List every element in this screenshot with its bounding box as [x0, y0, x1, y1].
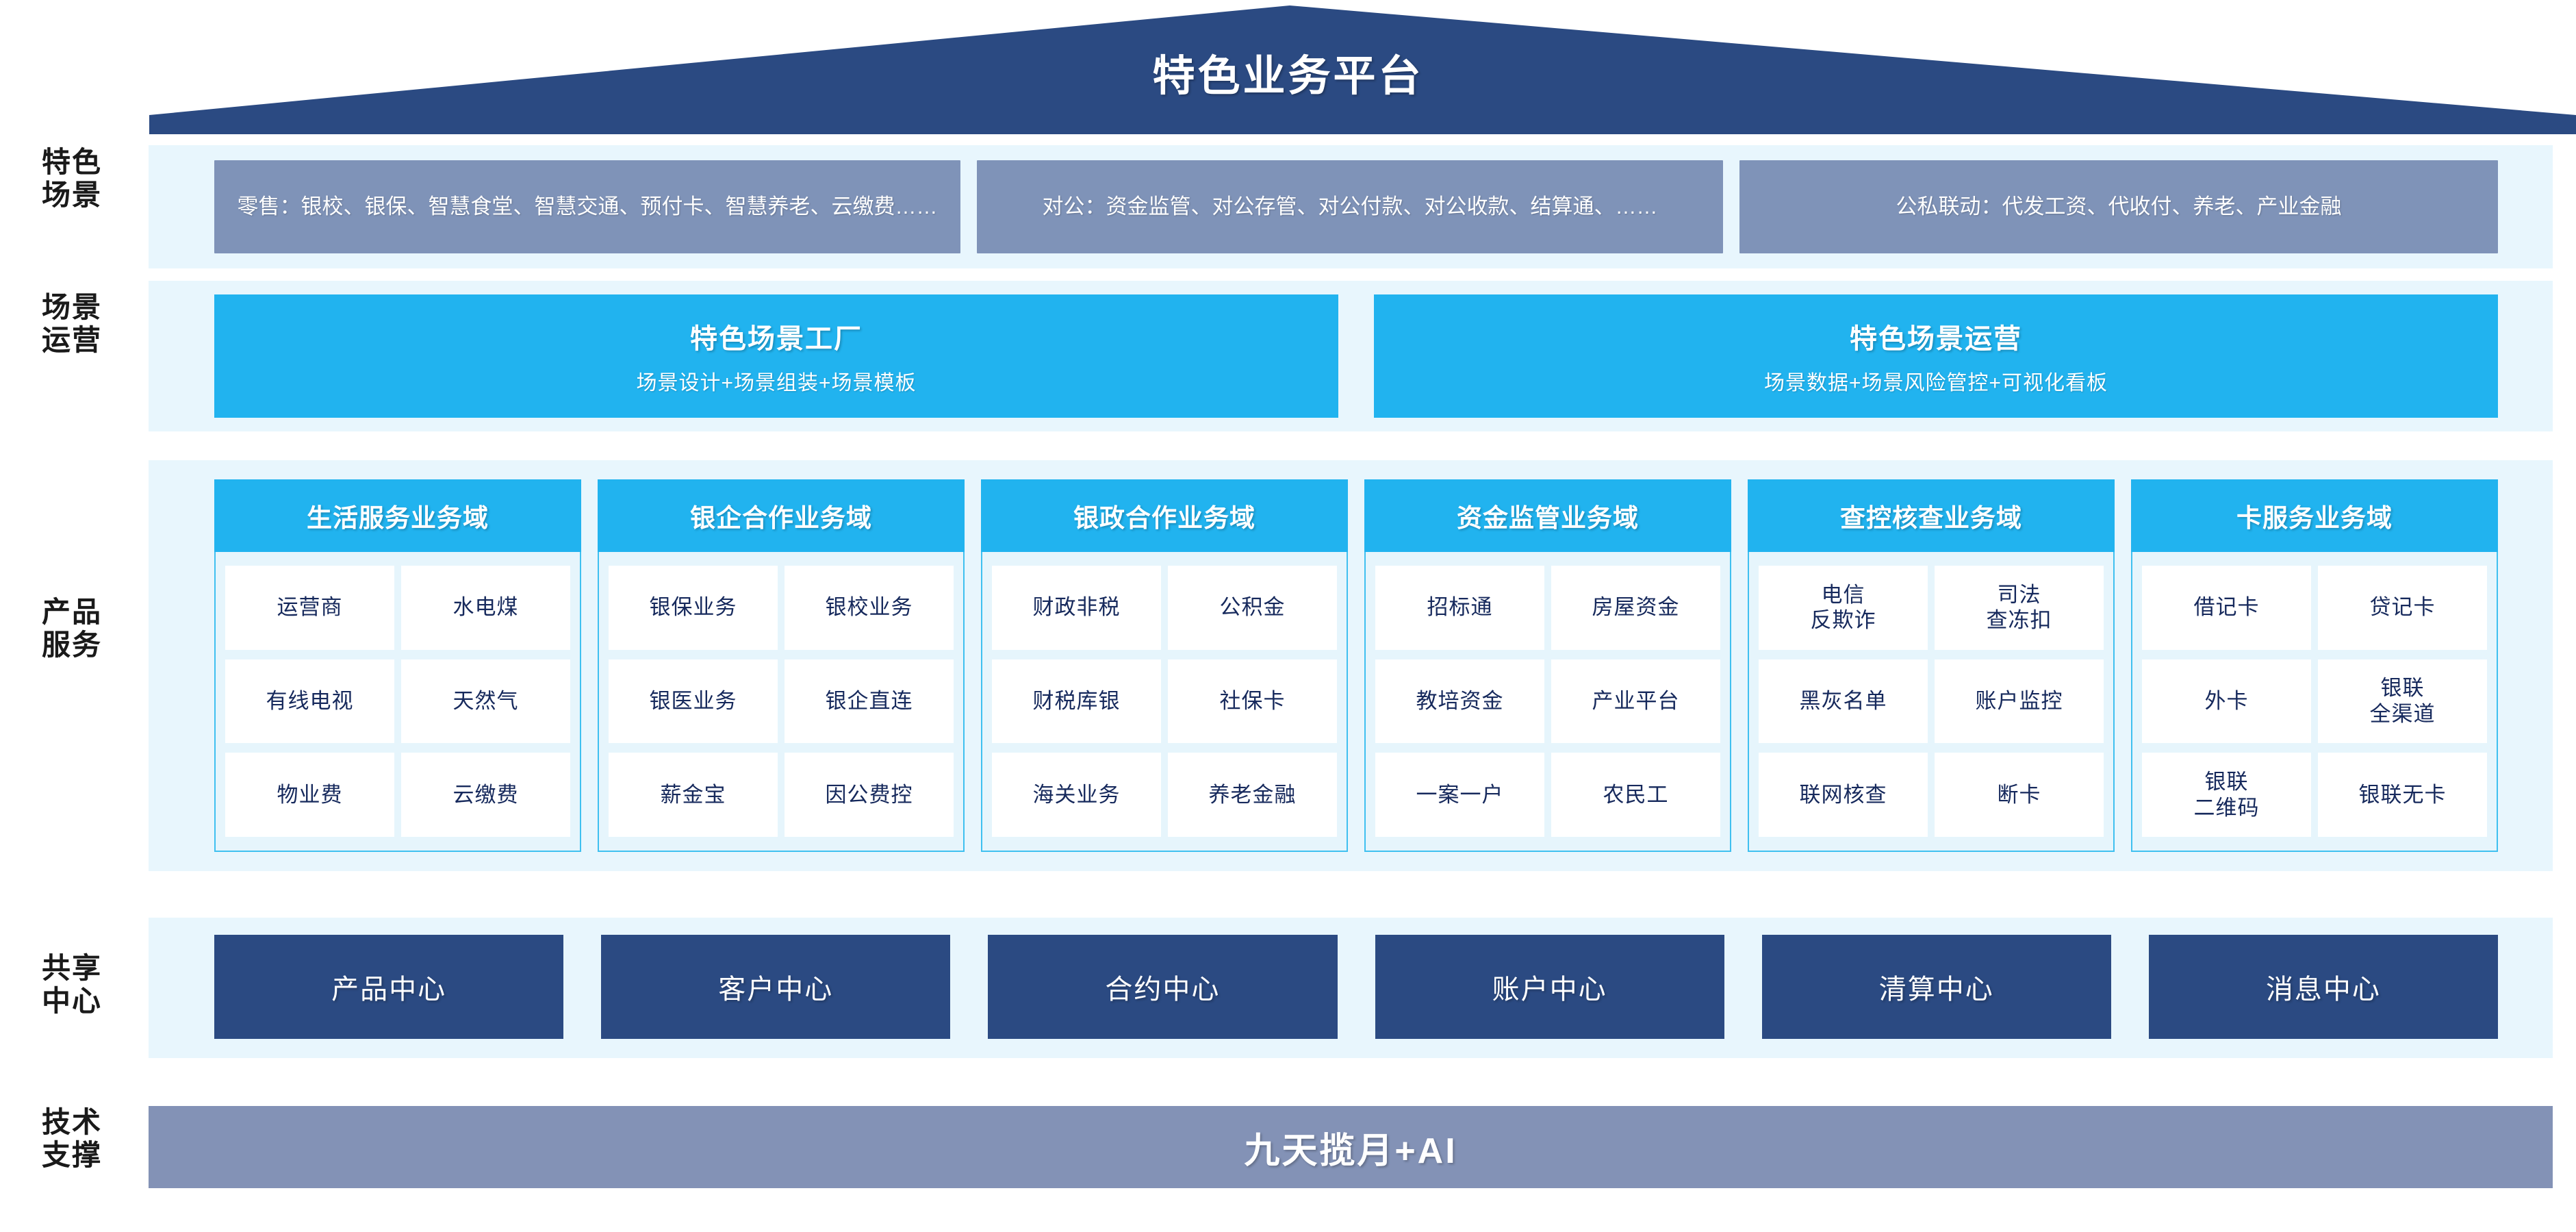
product-tile[interactable]: 银校业务 [785, 566, 954, 650]
product-column-title: 银企合作业务域 [598, 479, 965, 552]
product-tile[interactable]: 银联二维码 [2142, 753, 2311, 837]
product-tile[interactable]: 海关业务 [992, 753, 1161, 837]
row-label-operations-line2: 运营 [41, 323, 102, 356]
product-tile-grid: 借记卡 贷记卡 外卡 银联全渠道 银联二维码 银联无卡 [2131, 552, 2498, 852]
products-row: 生活服务业务域 运营商 水电煤 有线电视 天然气 物业费 云缴费 银企合作业务域… [214, 479, 2498, 852]
shared-center-settlement[interactable]: 清算中心 [1761, 935, 2111, 1039]
shared-center-account[interactable]: 账户中心 [1375, 935, 1724, 1039]
row-label-products: 产品 服务 [0, 596, 144, 662]
product-column-investigation-control: 查控核查业务域 电信反欺诈 司法查冻扣 黑灰名单 账户监控 联网核查 断卡 [1748, 479, 2115, 852]
product-column-title: 生活服务业务域 [214, 479, 581, 552]
shared-centers-row: 产品中心 客户中心 合约中心 账户中心 清算中心 消息中心 [214, 935, 2499, 1039]
product-tile[interactable]: 一案一户 [1375, 753, 1544, 837]
product-tile-grid: 银保业务 银校业务 银医业务 银企直连 薪金宝 因公费控 [598, 552, 965, 852]
platform-roof: 特色业务平台 [0, 0, 2576, 137]
product-tile[interactable]: 物业费 [225, 753, 394, 837]
product-tile[interactable]: 银联全渠道 [2318, 659, 2487, 744]
roof-shape [149, 5, 2576, 134]
operations-subtitle-scene-operation: 场景数据+场景风险管控+可视化看板 [1763, 372, 2108, 394]
row-label-products-line1: 产品 [41, 596, 102, 628]
product-tile[interactable]: 贷记卡 [2318, 566, 2487, 650]
product-tile[interactable]: 云缴费 [401, 753, 570, 837]
product-column-bank-government: 银政合作业务域 财政非税 公积金 财税库银 社保卡 海关业务 养老金融 [981, 479, 1348, 852]
product-tile[interactable]: 水电煤 [401, 566, 570, 650]
row-label-products-line2: 服务 [41, 628, 102, 661]
product-tile[interactable]: 银保业务 [609, 566, 778, 650]
operations-title-scene-operation: 特色场景运营 [1850, 324, 2022, 354]
product-column-title: 卡服务业务域 [2131, 479, 2498, 552]
product-tile[interactable]: 财税库银 [992, 659, 1161, 744]
product-tile[interactable]: 教培资金 [1375, 659, 1544, 744]
product-tile[interactable]: 借记卡 [2142, 566, 2311, 650]
scenario-box-retail[interactable]: 零售：银校、银保、智慧食堂、智慧交通、预付卡、智慧养老、云缴费…… [214, 160, 960, 253]
product-tile[interactable]: 房屋资金 [1551, 566, 1720, 650]
shared-center-contract[interactable]: 合约中心 [988, 935, 1338, 1039]
product-tile[interactable]: 银联无卡 [2318, 753, 2487, 837]
product-tile[interactable]: 公积金 [1168, 566, 1337, 650]
product-tile[interactable]: 财政非税 [992, 566, 1161, 650]
product-column-life-service: 生活服务业务域 运营商 水电煤 有线电视 天然气 物业费 云缴费 [214, 479, 581, 852]
product-tile[interactable]: 司法查冻扣 [1935, 566, 2104, 650]
product-tile-grid: 招标通 房屋资金 教培资金 产业平台 一案一户 农民工 [1364, 552, 1731, 852]
shared-center-product[interactable]: 产品中心 [214, 935, 564, 1039]
scenario-box-public-private[interactable]: 公私联动：代发工资、代收付、养老、产业金融 [1739, 160, 2498, 253]
product-tile[interactable]: 产业平台 [1551, 659, 1720, 744]
product-tile[interactable]: 运营商 [225, 566, 394, 650]
row-label-operations-line1: 场景 [41, 291, 102, 323]
row-label-scenarios-line2: 场景 [41, 178, 102, 211]
product-tile[interactable]: 联网核查 [1759, 753, 1928, 837]
product-tile[interactable]: 社保卡 [1168, 659, 1337, 744]
row-label-tech-support-line2: 支撑 [41, 1138, 102, 1171]
product-tile[interactable]: 农民工 [1551, 753, 1720, 837]
product-tile[interactable]: 黑灰名单 [1759, 659, 1928, 744]
operations-subtitle-scene-factory: 场景设计+场景组装+场景模板 [636, 372, 917, 394]
row-label-scenarios-line1: 特色 [41, 146, 102, 178]
product-tile[interactable]: 银企直连 [785, 659, 954, 744]
row-label-shared-centers: 共享 中心 [0, 952, 144, 1018]
product-tile[interactable]: 银医业务 [609, 659, 778, 744]
product-column-bank-enterprise: 银企合作业务域 银保业务 银校业务 银医业务 银企直连 薪金宝 因公费控 [598, 479, 965, 852]
product-tile[interactable]: 因公费控 [785, 753, 954, 837]
tech-support-bar[interactable]: 九天揽月+AI [149, 1106, 2553, 1188]
operations-box-scene-factory[interactable]: 特色场景工厂 场景设计+场景组装+场景模板 [214, 294, 1338, 418]
product-column-title: 资金监管业务域 [1364, 479, 1731, 552]
product-tile[interactable]: 有线电视 [225, 659, 394, 744]
scenario-box-corporate[interactable]: 对公：资金监管、对公存管、对公付款、对公收款、结算通、…… [977, 160, 1723, 253]
scenarios-row: 零售：银校、银保、智慧食堂、智慧交通、预付卡、智慧养老、云缴费…… 对公：资金监… [214, 160, 2498, 253]
product-column-title: 银政合作业务域 [981, 479, 1348, 552]
shared-center-message[interactable]: 消息中心 [2148, 935, 2499, 1039]
product-column-title: 查控核查业务域 [1748, 479, 2115, 552]
operations-row: 特色场景工厂 场景设计+场景组装+场景模板 特色场景运营 场景数据+场景风险管控… [214, 294, 2498, 418]
row-label-operations: 场景 运营 [0, 291, 144, 357]
product-tile-grid: 运营商 水电煤 有线电视 天然气 物业费 云缴费 [214, 552, 581, 852]
operations-box-scene-operation[interactable]: 特色场景运营 场景数据+场景风险管控+可视化看板 [1374, 294, 2498, 418]
row-label-shared-centers-line1: 共享 [41, 952, 102, 984]
product-tile[interactable]: 养老金融 [1168, 753, 1337, 837]
product-tile[interactable]: 断卡 [1935, 753, 2104, 837]
operations-title-scene-factory: 特色场景工厂 [690, 324, 863, 354]
product-tile[interactable]: 电信反欺诈 [1759, 566, 1928, 650]
product-tile[interactable]: 天然气 [401, 659, 570, 744]
page-title: 特色业务平台 [1152, 53, 1424, 100]
row-label-scenarios: 特色 场景 [0, 146, 144, 212]
product-column-card-service: 卡服务业务域 借记卡 贷记卡 外卡 银联全渠道 银联二维码 银联无卡 [2131, 479, 2498, 852]
product-tile[interactable]: 招标通 [1375, 566, 1544, 650]
product-tile-grid: 电信反欺诈 司法查冻扣 黑灰名单 账户监控 联网核查 断卡 [1748, 552, 2115, 852]
row-label-shared-centers-line2: 中心 [41, 984, 102, 1017]
product-tile[interactable]: 账户监控 [1935, 659, 2104, 744]
row-label-tech-support: 技术 支撑 [0, 1106, 144, 1172]
shared-center-customer[interactable]: 客户中心 [601, 935, 951, 1039]
product-tile[interactable]: 薪金宝 [609, 753, 778, 837]
row-label-tech-support-line1: 技术 [41, 1106, 102, 1138]
product-column-fund-supervision: 资金监管业务域 招标通 房屋资金 教培资金 产业平台 一案一户 农民工 [1364, 479, 1731, 852]
product-tile[interactable]: 外卡 [2142, 659, 2311, 744]
product-tile-grid: 财政非税 公积金 财税库银 社保卡 海关业务 养老金融 [981, 552, 1348, 852]
